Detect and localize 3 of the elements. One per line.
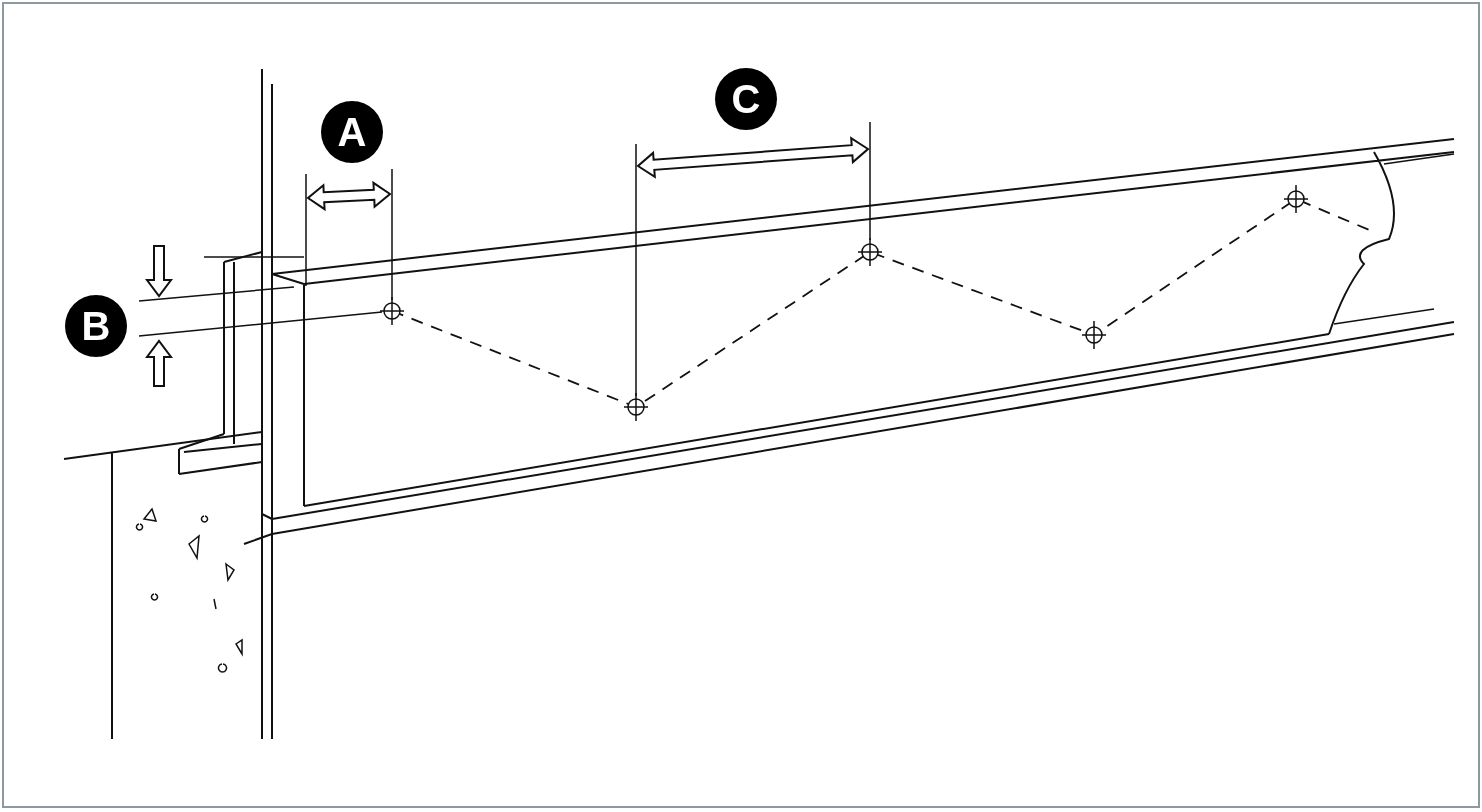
- callout-letter: C: [715, 68, 777, 130]
- callout-letter: A: [321, 101, 383, 163]
- callout-letter: B: [65, 295, 127, 357]
